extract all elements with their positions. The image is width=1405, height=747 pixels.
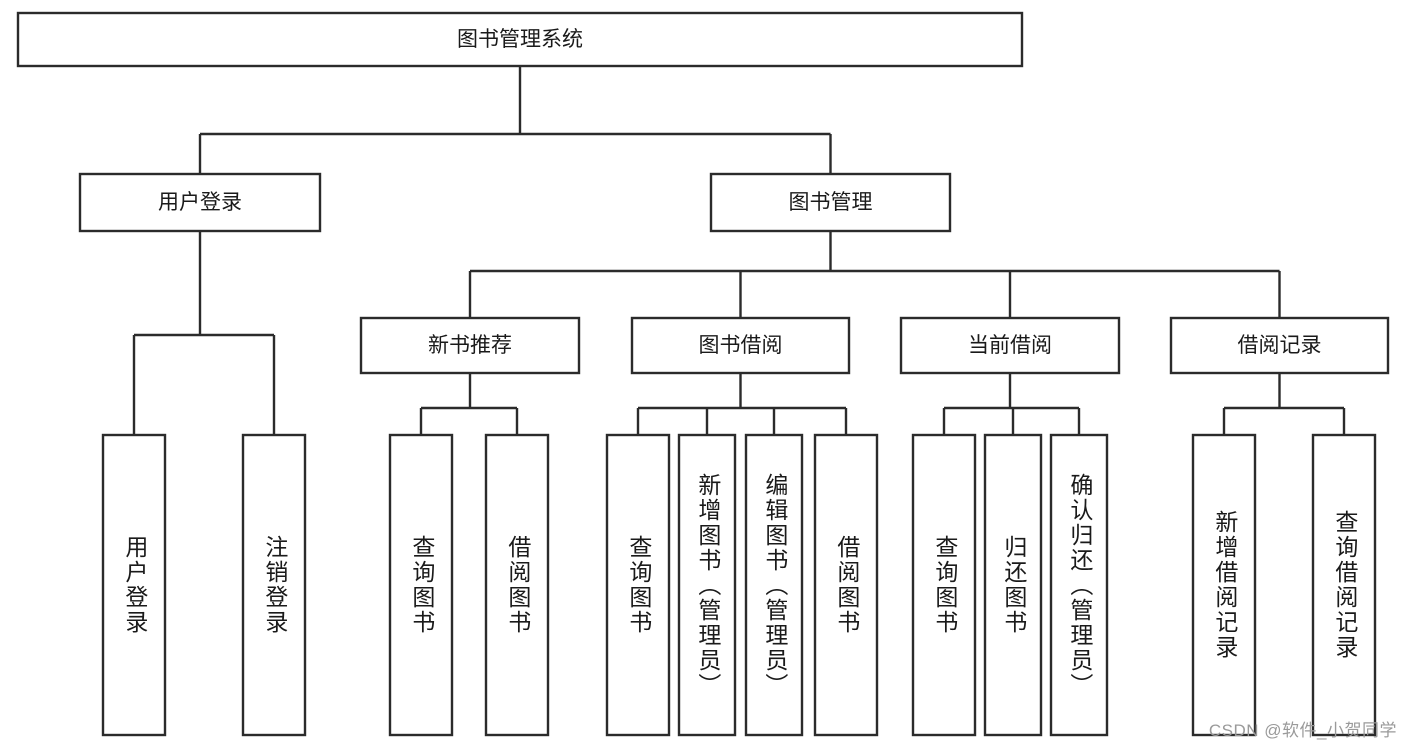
node-leaf-box-0[interactable]: [101, 433, 167, 737]
node-leaf-box-7[interactable]: [813, 433, 879, 737]
node-level2-box-1[interactable]: [709, 172, 952, 233]
node-leaf-box-11[interactable]: [1191, 433, 1257, 737]
csdn-watermark: CSDN @软件_小贺同学: [1208, 721, 1397, 740]
node-level3-box-3[interactable]: [1169, 316, 1390, 375]
node-level3-label-0: 新书推荐: [428, 334, 512, 357]
node-level3-label-2: 当前借阅: [968, 334, 1052, 357]
node-level3-box-1[interactable]: [630, 316, 851, 375]
node-root-label: 图书管理系统: [457, 28, 583, 51]
node-level2-box-0[interactable]: [78, 172, 322, 233]
node-leaf-box-2[interactable]: [388, 433, 454, 737]
node-leaf-box-10[interactable]: [1049, 433, 1109, 737]
node-level3-label-1: 图书借阅: [699, 334, 783, 357]
node-leaf-box-3[interactable]: [484, 433, 550, 737]
connector-lines: [129, 66, 1349, 445]
node-leaf-box-6[interactable]: [744, 433, 804, 737]
node-leaf-box-5[interactable]: [677, 433, 737, 737]
node-leaf-box-1[interactable]: [241, 433, 307, 737]
node-leaf-box-8[interactable]: [911, 433, 977, 737]
node-leaf-box-12[interactable]: [1311, 433, 1377, 737]
node-level3-label-3: 借阅记录: [1238, 334, 1322, 357]
node-level3-box-0[interactable]: [359, 316, 581, 375]
node-boxes: [16, 11, 1390, 737]
node-level2-label-0: 用户登录: [158, 191, 242, 214]
node-level2-label-1: 图书管理: [789, 191, 873, 214]
node-level3-box-2[interactable]: [899, 316, 1121, 375]
node-leaf-box-9[interactable]: [983, 433, 1043, 737]
node-root-box[interactable]: [16, 11, 1024, 68]
node-leaf-box-4[interactable]: [605, 433, 671, 737]
